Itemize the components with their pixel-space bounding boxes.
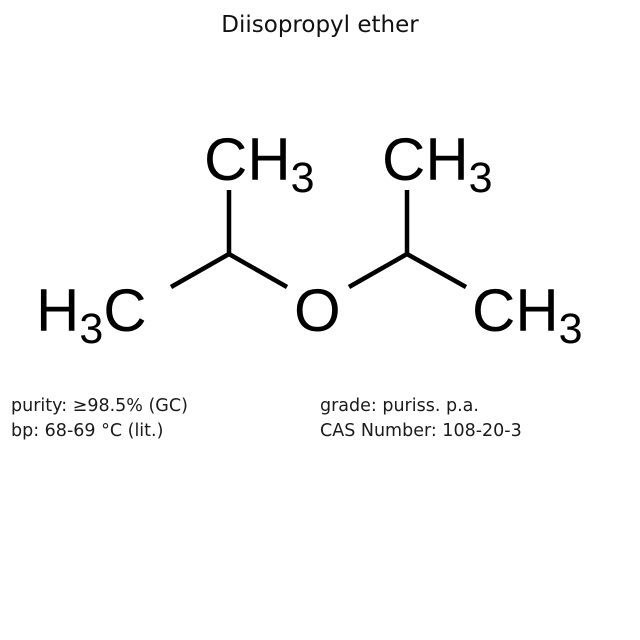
atom-label-oxygen: O [294, 277, 341, 344]
compound-title: Diisopropyl ether [221, 12, 419, 38]
structural-formula: CH3 CH3 H3C O CH3 [36, 126, 583, 353]
properties-left-column: purity: ≥98.5% (GC) bp: 68-69 °C (lit.) [11, 394, 188, 444]
grade-text: grade: puriss. p.a. [320, 396, 479, 416]
bonds [169, 190, 468, 289]
cas-number-text: CAS Number: 108-20-3 [320, 421, 522, 441]
bond-left-ch-to-left-methyl [169, 252, 231, 289]
atom-label-right-methyl: CH3 [472, 277, 583, 353]
boiling-point-text: bp: 68-69 °C (lit.) [11, 421, 164, 441]
atom-label-top-left-methyl: CH3 [204, 126, 315, 202]
properties-right-column: grade: puriss. p.a. CAS Number: 108-20-3 [320, 394, 522, 444]
purity-text: purity: ≥98.5% (GC) [11, 396, 188, 416]
bond-right-ch-to-right-methyl [405, 252, 468, 289]
atom-label-left-methyl: H3C [36, 277, 147, 353]
atom-label-top-right-methyl: CH3 [382, 126, 493, 202]
bond-left-ch-to-oxygen [227, 252, 289, 289]
bond-right-ch-to-oxygen [347, 252, 409, 289]
